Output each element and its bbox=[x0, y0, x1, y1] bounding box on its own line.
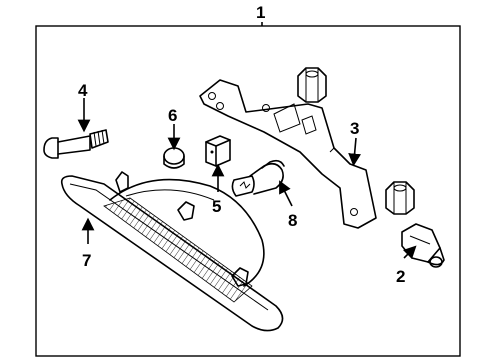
socket-part-5 bbox=[205, 135, 231, 167]
callout-5: 5 bbox=[212, 197, 221, 216]
callout-3: 3 bbox=[350, 119, 359, 138]
screw-part-4 bbox=[43, 129, 109, 159]
diagram-frame bbox=[35, 25, 461, 357]
cap-part-6 bbox=[163, 147, 185, 169]
lens-hatching bbox=[103, 197, 253, 303]
lamp-housing-part-7 bbox=[60, 171, 284, 332]
bulb-part-8 bbox=[231, 159, 285, 197]
callout-6: 6 bbox=[168, 106, 177, 125]
callout-7: 7 bbox=[82, 251, 91, 270]
callout-2: 2 bbox=[396, 267, 405, 286]
callout-8: 8 bbox=[288, 211, 297, 230]
bracket-part-3 bbox=[199, 79, 377, 229]
callout-1: 1 bbox=[256, 3, 265, 22]
nut-upper bbox=[297, 67, 327, 103]
nut-lower bbox=[385, 181, 415, 215]
grommet-part-2 bbox=[401, 223, 445, 268]
callout-4: 4 bbox=[78, 81, 88, 100]
